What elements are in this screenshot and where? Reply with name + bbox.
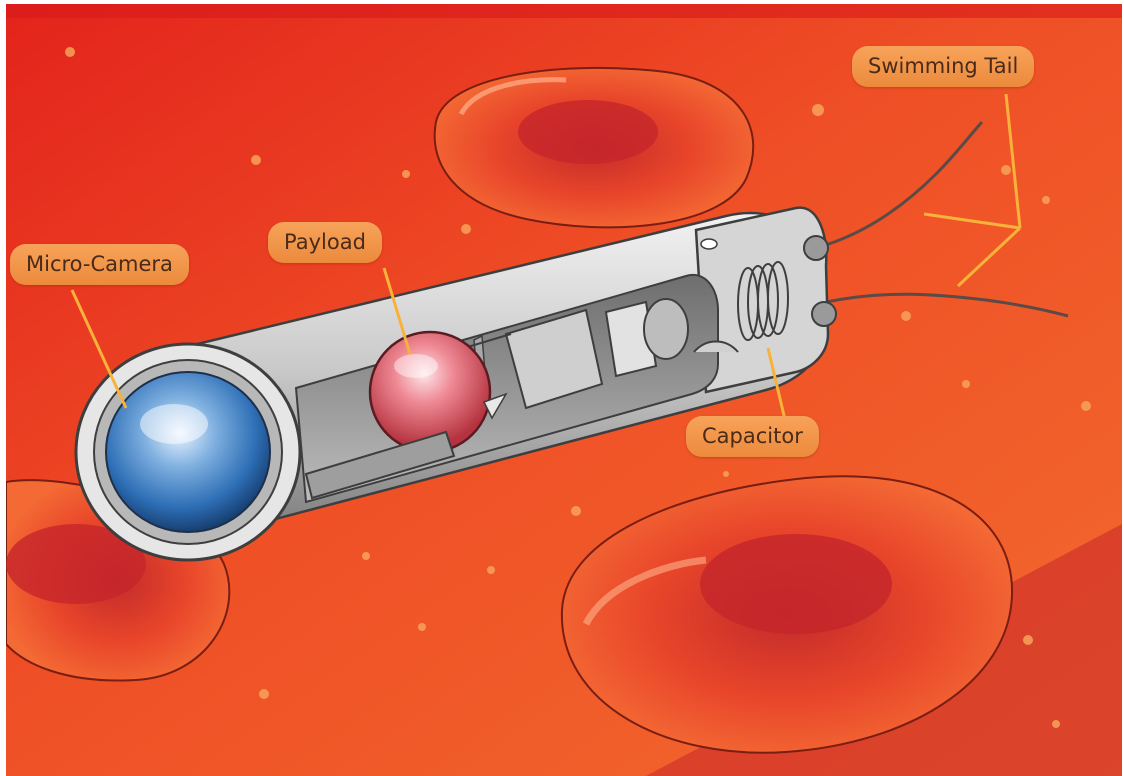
label-payload: Payload bbox=[268, 222, 382, 263]
red-blood-cell-top bbox=[435, 68, 754, 227]
nanorobot-diagram bbox=[6, 4, 1122, 776]
camera-lens bbox=[106, 372, 270, 532]
payload-sphere bbox=[370, 332, 490, 452]
label-swimming-tail: Swimming Tail bbox=[852, 46, 1034, 87]
label-capacitor: Capacitor bbox=[686, 416, 819, 457]
label-micro-camera: Micro-Camera bbox=[10, 244, 189, 285]
